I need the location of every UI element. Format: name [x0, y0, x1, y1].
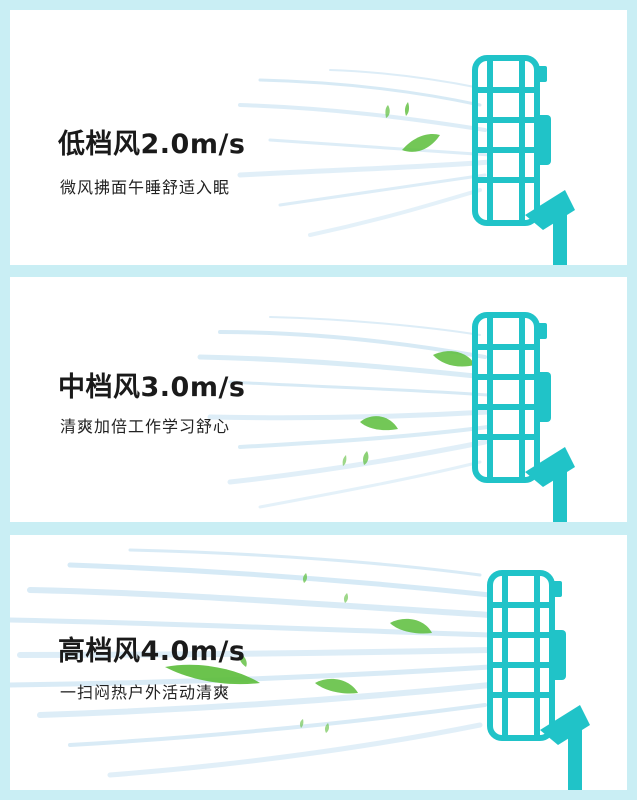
panel-subtitle: 一扫闷热户外活动清爽 [60, 683, 231, 702]
panel-subtitle: 微风拂面午睡舒适入眠 [60, 178, 231, 197]
wind-streak-icon [197, 316, 491, 509]
panel-title: 高档风4.0m/s [58, 636, 246, 667]
panel-title: 低档风2.0m/s [58, 129, 246, 160]
desk-fan-icon [472, 55, 575, 265]
leaf-icon [165, 573, 432, 733]
speed-panel-low: 低档风2.0m/s 微风拂面午睡舒适入眠 [10, 10, 627, 265]
panel-title: 中档风3.0m/s [58, 372, 246, 403]
leaf-icon [385, 102, 440, 152]
wind-streak-icon [237, 69, 493, 237]
panel-subtitle: 清爽加倍工作学习舒心 [60, 417, 231, 436]
speed-panel-high: 高档风4.0m/s 一扫闷热户外活动清爽 [10, 535, 627, 790]
desk-fan-icon [487, 570, 590, 790]
speed-panel-mid: 中档风3.0m/s 清爽加倍工作学习舒心 [10, 277, 627, 522]
wind-streak-icon [10, 548, 493, 778]
leaf-icon [342, 351, 475, 466]
desk-fan-icon [472, 312, 575, 522]
